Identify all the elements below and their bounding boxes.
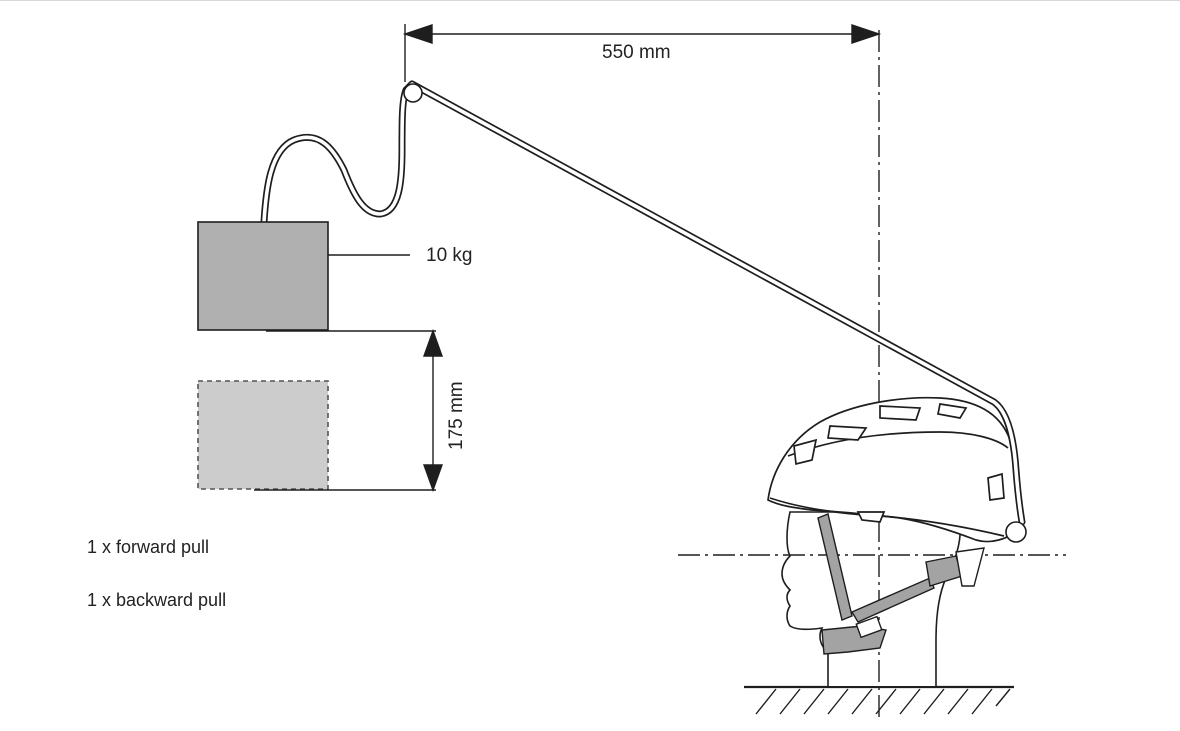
weight-block-icon (197, 221, 410, 331)
note-forward-pull: 1 x forward pull (87, 537, 210, 557)
note-backward-pull: 1 x backward pull (87, 590, 227, 610)
pull-cable (260, 80, 1027, 543)
top-divider (0, 0, 1180, 1)
weight-drop-position (197, 380, 329, 490)
drop-height-dimension (254, 328, 443, 493)
drop-height-label: 175 mm (446, 381, 467, 450)
horizontal-distance-label: 550 mm (602, 42, 671, 63)
chin-strap-icon (817, 513, 985, 655)
headform-icon (781, 511, 962, 686)
weight-label: 10 kg (426, 245, 472, 266)
horizontal-distance-dimension (402, 24, 882, 82)
